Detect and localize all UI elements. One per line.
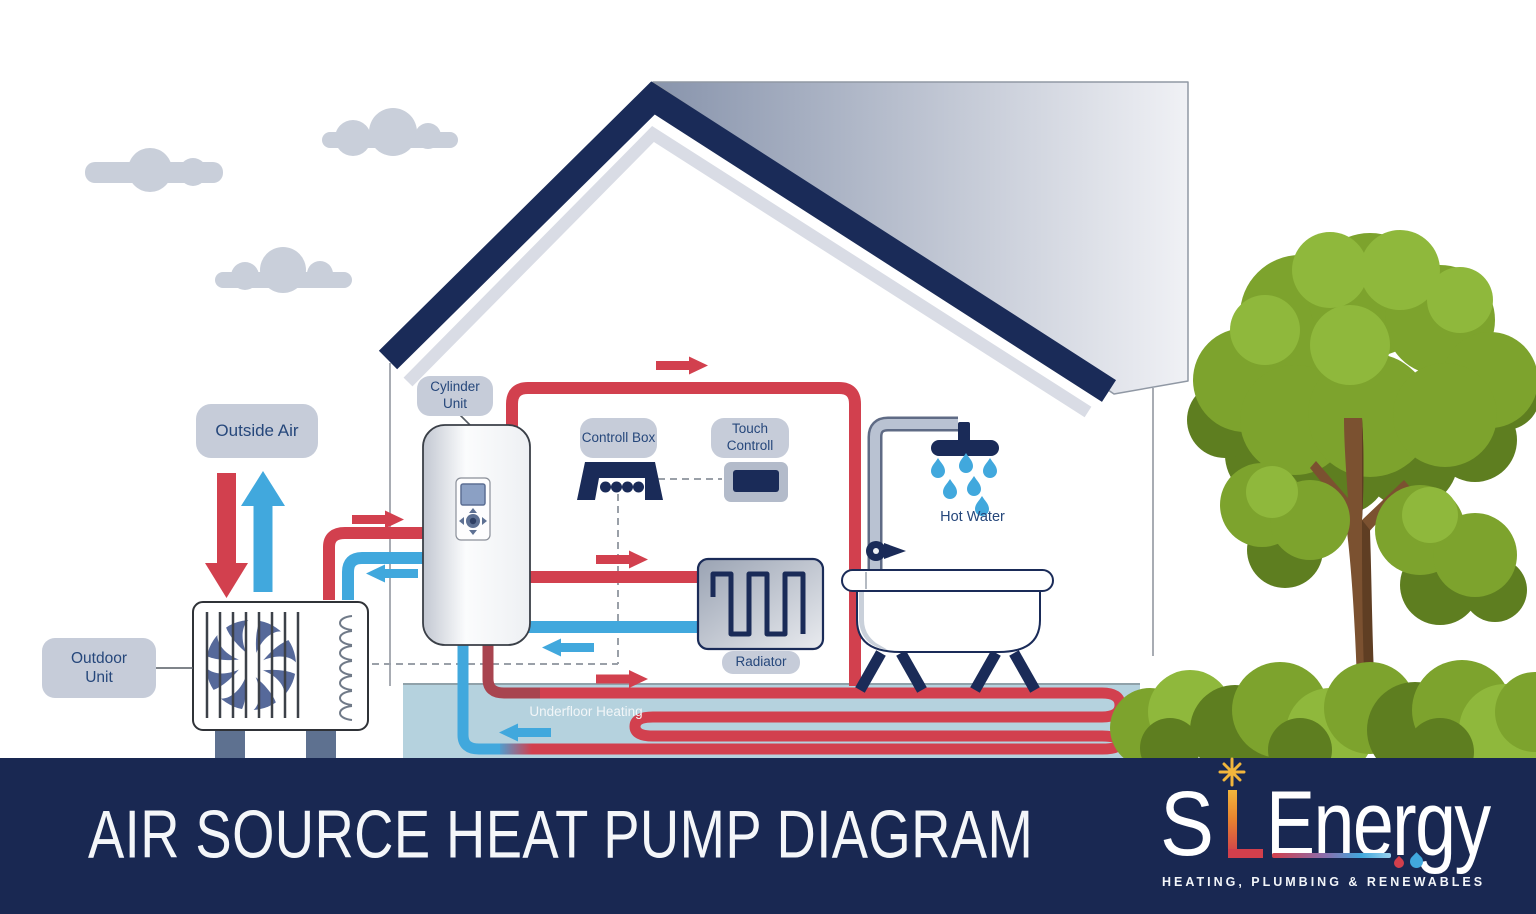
bushes [1110, 660, 1536, 762]
cloud-icon-top [322, 108, 458, 156]
label-radiator-text: Radiator [735, 654, 787, 670]
logo-letter-l-mark [1228, 790, 1237, 854]
tree [1187, 230, 1536, 715]
logo-letter-l-base [1228, 849, 1263, 858]
label-outside-air: Outside Air [196, 404, 318, 458]
roof-side-panel [652, 81, 1189, 395]
label-touch-control: Touch Controll [711, 418, 789, 458]
tree-branch-clusters [1220, 463, 1527, 625]
sl-energy-logo: S Energy HEATING, PLUMBING & RENEWABLES [1160, 757, 1536, 914]
control-box-dots [600, 481, 644, 493]
pipe-hot-descender [482, 640, 545, 699]
valve-icon [866, 541, 906, 561]
diagram-canvas [85, 81, 1536, 762]
shower-head-icon [931, 440, 999, 456]
label-control-box-text: Controll Box [581, 429, 656, 445]
outside-air-arrows [205, 471, 285, 598]
logo-letter-s: S [1160, 773, 1215, 875]
cloud-icon-bottom [215, 247, 352, 293]
flow-arrow-cold-left [366, 564, 418, 583]
radiator-device [696, 557, 825, 651]
touch-control-device [724, 462, 788, 502]
tree-canopy [1187, 230, 1536, 515]
outdoor-unit-device [192, 601, 369, 759]
label-hot-water: Hot Water [925, 508, 1020, 527]
label-hot-water-text: Hot Water [940, 509, 1005, 525]
label-cylinder-unit-text: Cylinder Unit [430, 379, 480, 411]
title-banner: AIR SOURCE HEAT PUMP DIAGRAM S Energy HE… [0, 757, 1536, 914]
cylinder-unit-device [422, 424, 531, 646]
air-in-arrow-down [205, 473, 248, 598]
logo-tagline: HEATING, PLUMBING & RENEWABLES [1162, 875, 1486, 889]
air-out-arrow-up [241, 471, 285, 592]
control-box-device [577, 462, 663, 500]
label-outside-air-text: Outside Air [215, 421, 299, 441]
flow-arrow-hot-right [352, 510, 404, 529]
label-underfloor-heating-text: Underfloor Heating [529, 704, 643, 719]
logo-underline [1272, 853, 1391, 858]
pipe-hot-outdoor-to-cylinder [323, 527, 430, 600]
flow-arrow-ceiling-right [656, 356, 708, 375]
label-touch-control-text: Touch Controll [726, 421, 774, 453]
cylinder-control-panel [455, 477, 491, 541]
pipe-cold-cylinder-to-outdoor [342, 552, 430, 600]
house-roof [378, 81, 1189, 418]
radiator-coil-icon [710, 571, 806, 637]
label-outdoor-unit-text: Outdoor Unit [70, 649, 127, 686]
label-cylinder-unit: Cylinder Unit [417, 376, 493, 416]
panel-screen [460, 483, 486, 506]
side-vents [339, 615, 353, 721]
cloud-icon-left [85, 148, 223, 192]
bathtub-body [856, 590, 1041, 653]
roof-ridge-band [378, 81, 1117, 402]
outdoor-unit-leg [215, 730, 245, 759]
pipe-cold-riser [457, 640, 500, 755]
bathtub-rim [841, 569, 1054, 592]
flow-arrow-return-left [542, 638, 594, 657]
page-title: AIR SOURCE HEAT PUMP DIAGRAM [88, 796, 1034, 873]
roof-inner-band [403, 126, 1092, 418]
outdoor-unit-leg [306, 730, 336, 759]
label-outdoor-unit: Outdoor Unit [42, 638, 156, 698]
water-drops [931, 453, 997, 516]
pipe-hot-to-shower [506, 382, 861, 686]
fan-grille [205, 612, 300, 718]
label-underfloor-heating: Underfloor Heating [527, 703, 645, 721]
bathtub-legs [855, 650, 1040, 693]
flow-arrow-radiator-right [596, 550, 648, 569]
touch-screen [733, 470, 779, 492]
label-control-box: Controll Box [580, 418, 657, 458]
bathroom-group [841, 416, 1054, 693]
label-radiator: Radiator [722, 651, 800, 674]
hydronic-pipes [323, 382, 861, 686]
logo-star-icon [1218, 757, 1246, 787]
